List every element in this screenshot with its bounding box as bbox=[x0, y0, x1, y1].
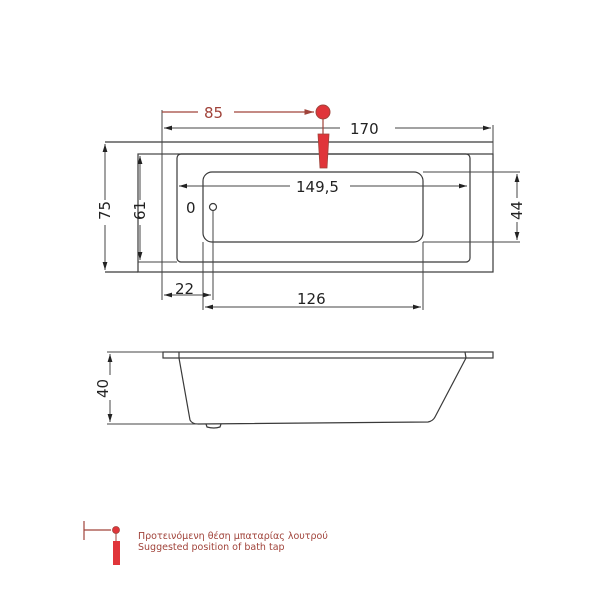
label-40: 40 bbox=[94, 379, 112, 398]
legend-text-english: Suggested position of bath tap bbox=[138, 542, 285, 553]
side-rim bbox=[162, 351, 494, 359]
label-61: 61 bbox=[131, 201, 149, 220]
dim-overall-width: 75 bbox=[96, 144, 114, 270]
label-22: 22 bbox=[175, 280, 194, 298]
drain-label: 0 bbox=[186, 199, 196, 217]
legend: Προτεινόμενη θέση μπαταρίας λουτρού Sugg… bbox=[83, 521, 328, 565]
top-view: 0 bbox=[105, 141, 520, 310]
dim-floor-width: 44 bbox=[508, 174, 526, 240]
label-149-5: 149,5 bbox=[296, 178, 339, 196]
inner-basin bbox=[176, 153, 471, 263]
label-126: 126 bbox=[297, 290, 326, 308]
legend-tap-body bbox=[113, 541, 120, 565]
dim-inner-length: 149,5 bbox=[179, 178, 467, 196]
dim-inner-width: 61 bbox=[131, 153, 177, 263]
drain-circle bbox=[208, 202, 218, 212]
label-85: 85 bbox=[204, 104, 223, 122]
dim-tap-offset: 85 bbox=[162, 104, 331, 169]
side-body bbox=[178, 357, 467, 425]
dim-drain-offset: 22 bbox=[164, 280, 211, 298]
legend-tap-dot bbox=[112, 526, 120, 534]
dim-floor-length: 126 bbox=[205, 290, 421, 310]
tap-marker-body bbox=[317, 133, 330, 169]
side-view: 40 bbox=[94, 351, 494, 429]
label-44: 44 bbox=[508, 201, 526, 220]
drain-outlet bbox=[205, 423, 222, 429]
floor bbox=[202, 171, 424, 243]
label-75: 75 bbox=[96, 201, 114, 220]
dim-overall-length: 170 bbox=[161, 110, 494, 300]
label-170: 170 bbox=[350, 120, 379, 138]
tap-marker-dot bbox=[315, 104, 331, 120]
legend-text-greek: Προτεινόμενη θέση μπαταρίας λουτρού bbox=[138, 531, 328, 542]
